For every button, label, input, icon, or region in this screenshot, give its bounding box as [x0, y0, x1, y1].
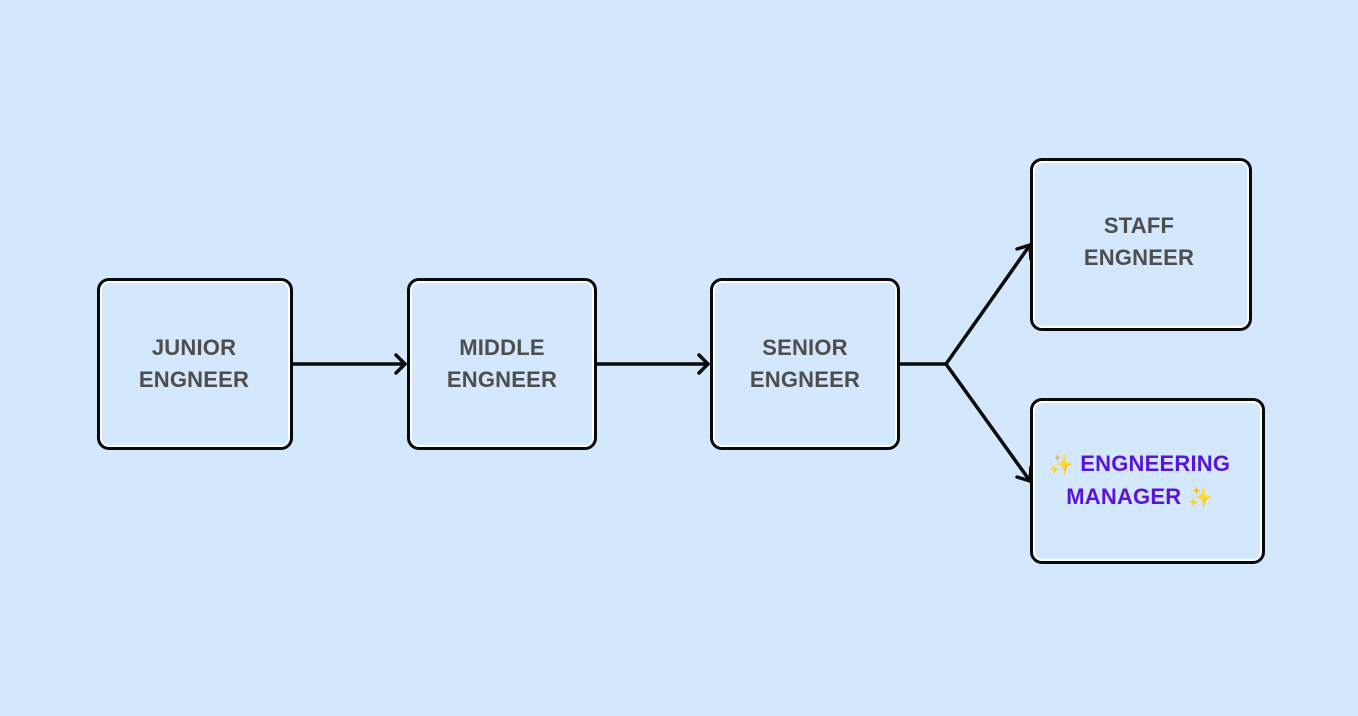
node-em-line1: ✨ ENGNEERING — [1049, 448, 1230, 481]
sparkle-icon: ✨ — [1187, 487, 1213, 509]
node-em-line2: MANAGER ✨ — [1049, 481, 1230, 514]
node-senior-line1: SENIOR — [762, 335, 848, 360]
node-senior-line2: ENGNEER — [749, 367, 861, 392]
node-em-line1-text: ENGNEERING — [1080, 451, 1231, 476]
node-staff-line2: ENGNEER — [1083, 244, 1195, 270]
node-middle-line2: ENGNEER — [446, 367, 558, 392]
node-staff-engineer: STAFF ENGNEER — [1030, 158, 1252, 331]
node-senior-engineer: SENIOR ENGNEER — [710, 278, 900, 450]
arrow-senior-to-staff — [944, 243, 1033, 366]
node-staff-engineer-label: STAFF ENGNEER — [1084, 210, 1194, 274]
node-middle-engineer: MIDDLE ENGNEER — [407, 278, 597, 450]
node-staff-line1: STAFF — [1103, 212, 1175, 238]
node-junior-engineer-label: JUNIOR ENGNEER — [139, 332, 249, 396]
sparkle-icon: ✨ — [1048, 454, 1074, 476]
node-middle-engineer-label: MIDDLE ENGNEER — [447, 332, 557, 396]
node-em-line2-text: MANAGER — [1066, 484, 1182, 509]
arrow-middle-to-senior — [595, 353, 710, 375]
node-junior-engineer: JUNIOR ENGNEER — [97, 278, 293, 450]
arrow-senior-to-engineering-manager — [944, 362, 1033, 483]
arrow-junior-to-middle — [291, 353, 407, 375]
node-engineering-manager-label: ✨ ENGNEERING MANAGER ✨ — [1049, 448, 1230, 514]
node-junior-line1: JUNIOR — [151, 335, 237, 360]
node-engineering-manager: ✨ ENGNEERING MANAGER ✨ — [1030, 398, 1265, 564]
node-junior-line2: ENGNEER — [138, 367, 250, 392]
node-middle-line1: MIDDLE — [459, 335, 545, 360]
node-senior-engineer-label: SENIOR ENGNEER — [750, 332, 860, 396]
